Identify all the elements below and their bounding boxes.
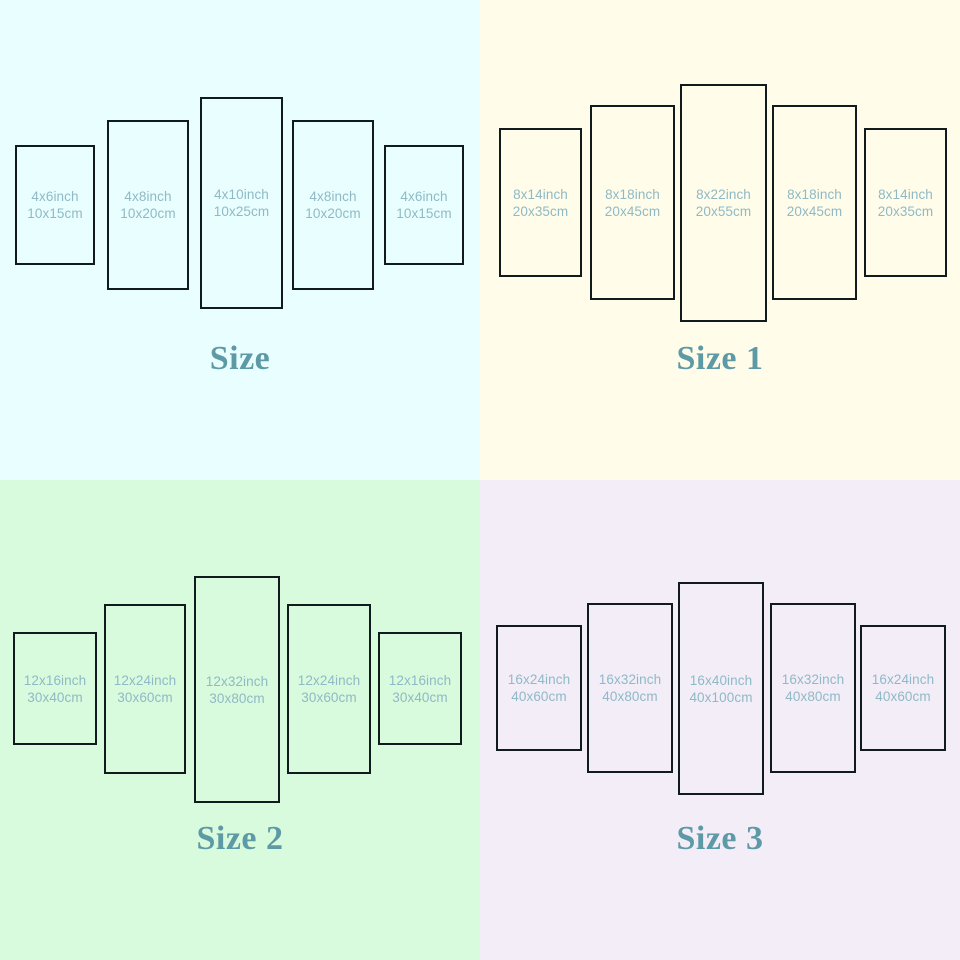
panel-size-label-cm: 20x55cm — [695, 204, 752, 219]
panel-size-label-cm: 40x80cm — [602, 689, 658, 704]
panel-size-label-cm: 20x45cm — [604, 203, 661, 219]
panel-size-label-cm: 30x40cm — [27, 689, 83, 705]
panel-size-label-cm: 30x80cm — [209, 690, 265, 706]
panel-size-label-cm: 20x35cm — [877, 203, 934, 219]
panel-size-label-cm: 40x60cm — [875, 689, 931, 704]
group-title: Size — [209, 340, 271, 377]
panel-size-label-cm: 10x25cm — [213, 204, 270, 219]
group-title: Size 1 — [676, 340, 764, 377]
panel-size-label-cm: 20x45cm — [786, 203, 843, 219]
panel-size-label-cm: 40x80cm — [785, 689, 841, 704]
panel-size-label-cm: 40x100cm — [689, 689, 753, 705]
panel-size-label-cm: 40x60cm — [511, 689, 567, 704]
panel-size-label-cm: 30x40cm — [392, 689, 448, 705]
panel-size-label-cm: 10x15cm — [27, 206, 83, 221]
panel-size-label-cm: 10x15cm — [396, 206, 452, 221]
group-title: Size 3 — [676, 820, 764, 857]
panel-size-label-cm: 30x60cm — [301, 690, 357, 705]
panel-size-label-cm: 10x20cm — [305, 206, 361, 221]
panel-size-label-cm: 20x35cm — [512, 203, 569, 219]
panel-size-label-cm: 30x60cm — [117, 690, 173, 705]
panel-size-label-cm: 10x20cm — [120, 206, 176, 221]
group-title: Size 2 — [196, 820, 284, 857]
